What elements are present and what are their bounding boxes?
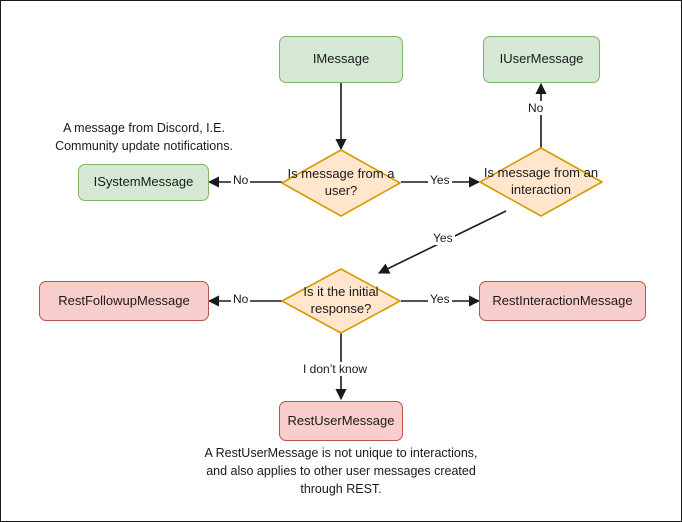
- node-restinteractionmessage-label: RestInteractionMessage: [492, 292, 633, 308]
- node-restfollowupmessage-label: RestFollowupMessage: [58, 292, 190, 308]
- edge-label-user-no: No: [231, 173, 251, 187]
- node-iusermessage-label: IUserMessage: [499, 51, 584, 67]
- edge-label-dont-know: I don’t know: [301, 362, 370, 376]
- note-system-message: A message from Discord, I.E. Community u…: [39, 120, 249, 156]
- decision-is-message-from-a-user[interactable]: Is message from a user?: [281, 149, 401, 217]
- note-rest-user-message-line2: and also applies to other user messages …: [206, 463, 476, 478]
- node-iusermessage[interactable]: IUserMessage: [483, 36, 600, 83]
- diamond-shape: [281, 268, 401, 334]
- decision-is-it-the-initial-response[interactable]: Is it the initial response?: [281, 268, 401, 334]
- note-system-message-line1: A message from Discord, I.E.: [63, 121, 225, 135]
- note-rest-user-message-line3: through REST.: [300, 481, 382, 496]
- node-imessage-label: IMessage: [312, 51, 370, 67]
- edge-label-initial-yes: Yes: [428, 292, 452, 306]
- node-restusermessage[interactable]: RestUserMessage: [279, 401, 403, 441]
- node-isystemmessage-label: ISystemMessage: [93, 174, 194, 190]
- node-isystemmessage[interactable]: ISystemMessage: [78, 164, 209, 201]
- edge-label-interaction-yes: Yes: [431, 231, 455, 245]
- node-restfollowupmessage[interactable]: RestFollowupMessage: [39, 281, 209, 321]
- edge-label-initial-no: No: [231, 292, 251, 306]
- node-restusermessage-label: RestUserMessage: [287, 412, 395, 428]
- edge-label-interaction-no: No: [526, 101, 546, 115]
- diamond-shape: [479, 147, 603, 217]
- note-rest-user-message-line1: A RestUserMessage is not unique to inter…: [204, 446, 478, 460]
- diamond-shape: [281, 149, 401, 217]
- node-restinteractionmessage[interactable]: RestInteractionMessage: [479, 281, 646, 321]
- node-imessage[interactable]: IMessage: [279, 36, 403, 83]
- edge-label-user-yes: Yes: [428, 173, 452, 187]
- note-rest-user-message: A RestUserMessage is not unique to inter…: [191, 445, 491, 498]
- note-system-message-line2: Community update notifications.: [55, 138, 233, 153]
- decision-is-message-from-an-interaction[interactable]: Is message from an interaction: [479, 147, 603, 217]
